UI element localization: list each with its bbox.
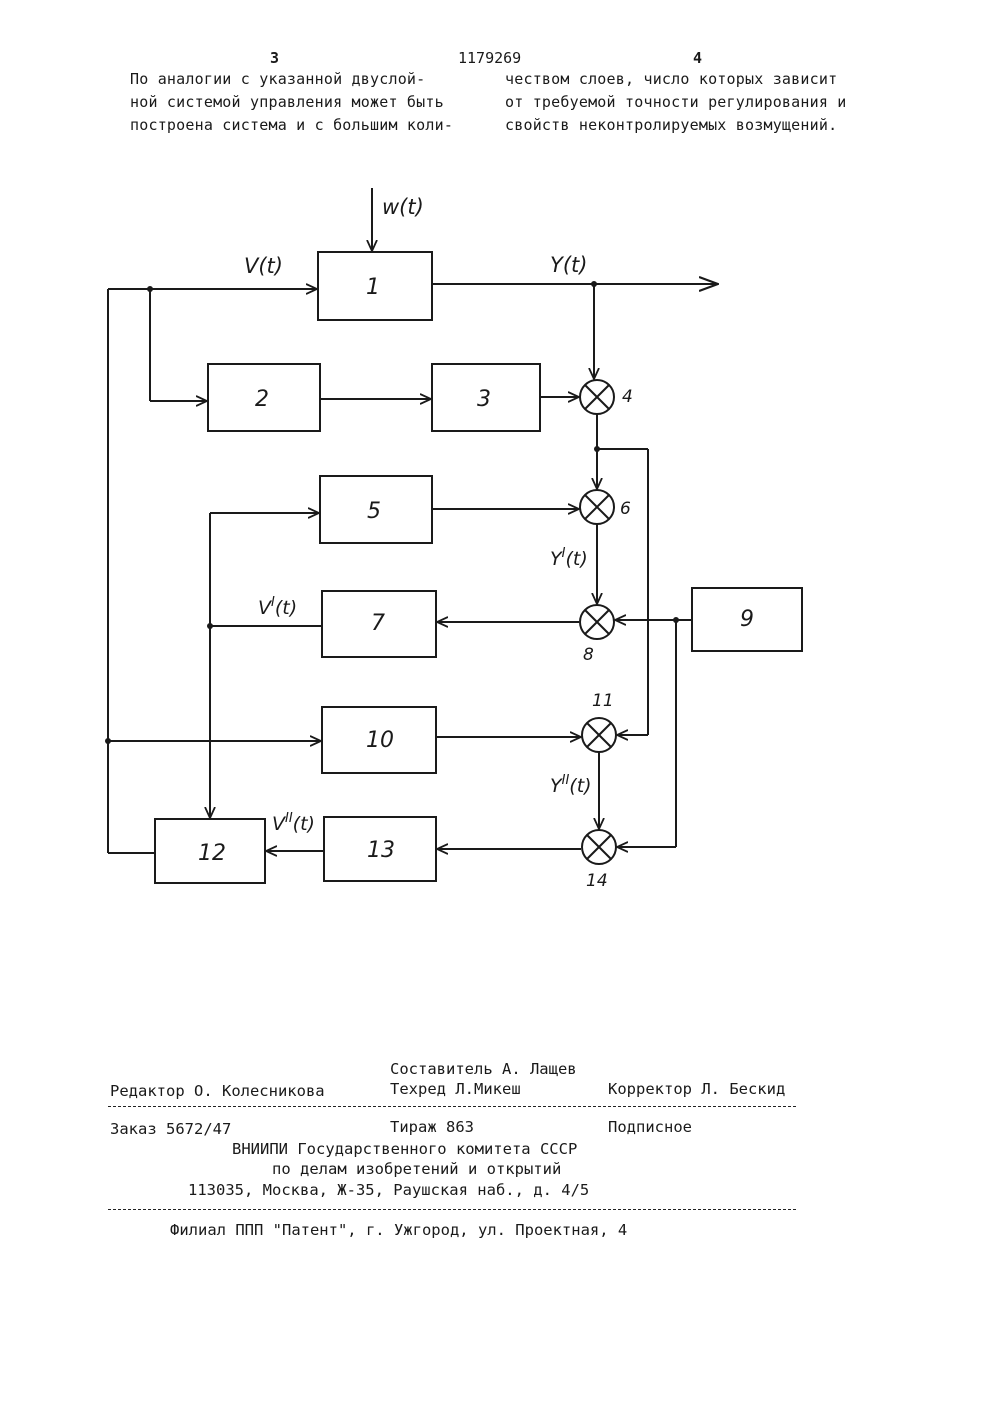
- signal-v2: VII(t): [272, 811, 315, 835]
- block-label-2: 2: [255, 387, 269, 412]
- imprint-techred: Техред Л.Микеш: [390, 1080, 521, 1098]
- signal-v1: VI(t): [258, 595, 297, 619]
- signal-v: V(t): [244, 254, 283, 278]
- block-label-7: 7: [371, 611, 385, 636]
- signal-w: w(t): [382, 195, 424, 219]
- node-label-8: 8: [583, 645, 594, 665]
- imprint-order: Заказ 5672/47: [110, 1120, 231, 1138]
- imprint-editor: Редактор О. Колесникова: [110, 1082, 325, 1100]
- signal-y1: YI(t): [550, 546, 588, 570]
- signal-y: Y(t): [550, 253, 587, 277]
- divider-2: [108, 1209, 796, 1210]
- imprint-composer: Составитель А. Лащев: [390, 1060, 577, 1078]
- node-label-11: 11: [592, 691, 614, 711]
- block-label-5: 5: [367, 499, 381, 524]
- node-label-6: 6: [620, 499, 631, 519]
- imprint-corrector: Корректор Л. Бескид: [608, 1080, 785, 1098]
- imprint-circulation: Тираж 863: [390, 1118, 474, 1136]
- block-label-3: 3: [477, 387, 491, 412]
- imprint-org-line2: по делам изобретений и открытий: [272, 1160, 561, 1178]
- signal-y2: YII(t): [550, 773, 592, 797]
- block-label-1: 1: [366, 275, 380, 300]
- summing-node-6: [580, 490, 614, 524]
- block-label-10: 10: [366, 728, 394, 753]
- imprint-address: 113035, Москва, Ж-35, Раушская наб., д. …: [188, 1181, 589, 1199]
- node-label-4: 4: [622, 387, 633, 407]
- block-label-12: 12: [198, 841, 226, 866]
- imprint-branch: Филиал ППП "Патент", г. Ужгород, ул. Про…: [170, 1221, 627, 1239]
- block-label-9: 9: [740, 607, 754, 632]
- imprint-subscription: Подписное: [608, 1118, 692, 1136]
- summing-node-4: [580, 380, 614, 414]
- imprint-org-line1: ВНИИПИ Государственного комитета СССР: [232, 1140, 577, 1158]
- summing-node-14: [582, 830, 616, 864]
- node-label-14: 14: [586, 871, 608, 891]
- block-label-13: 13: [367, 838, 395, 863]
- summing-node-11: [582, 718, 616, 752]
- summing-node-8: [580, 605, 614, 639]
- divider-1: [108, 1106, 796, 1107]
